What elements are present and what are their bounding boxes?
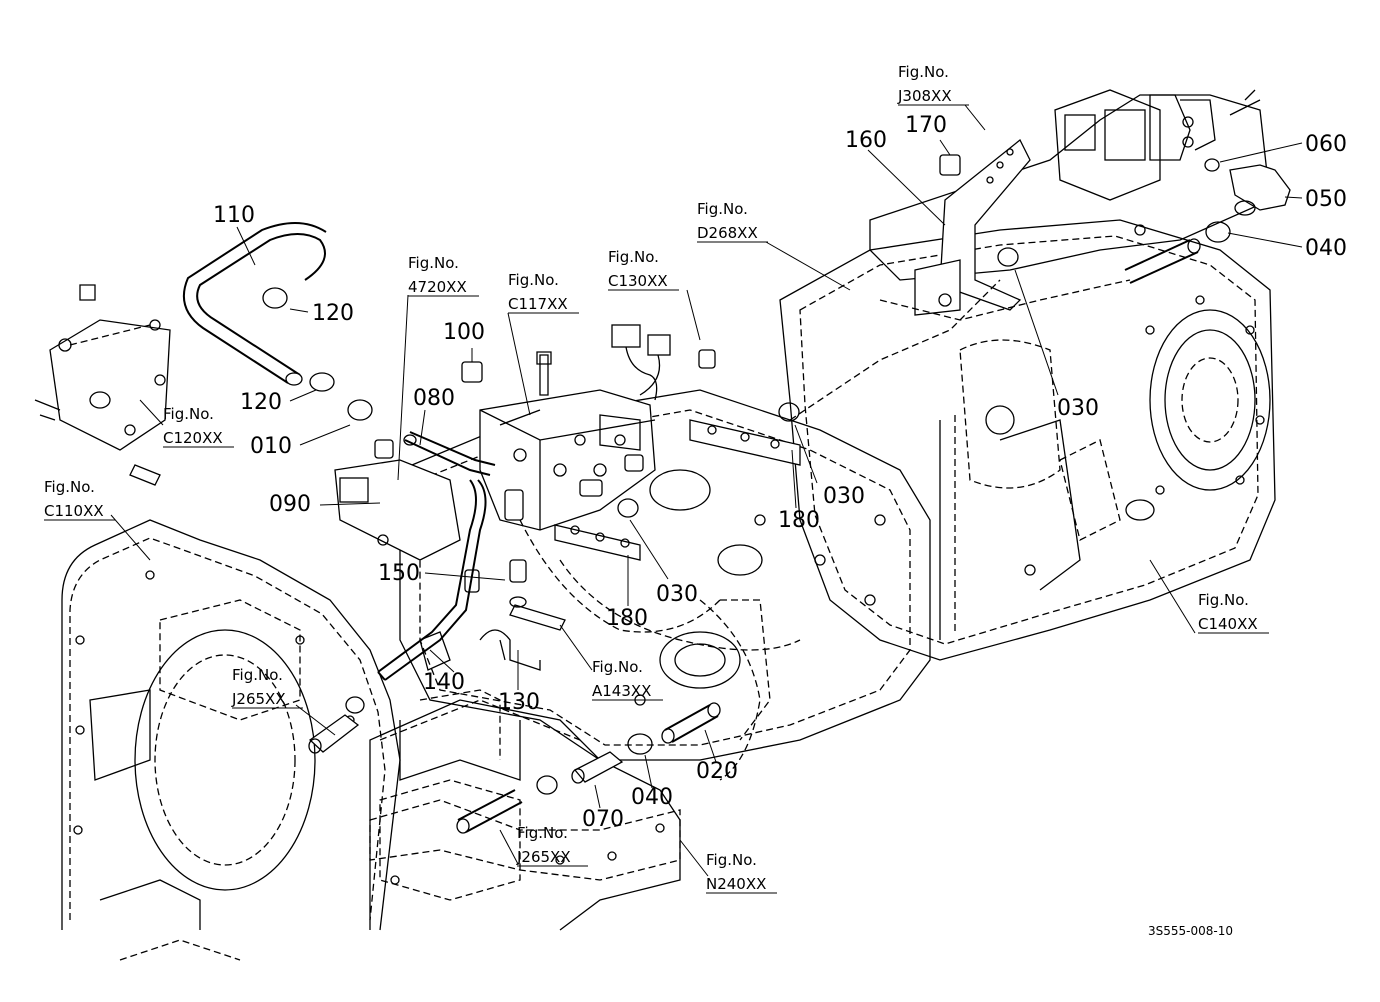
- fig-ref-code: N240XX: [706, 875, 766, 893]
- fig-ref-label: Fig.No.: [592, 658, 643, 676]
- part-140-label[interactable]: 140: [423, 670, 465, 695]
- fig-ref-label: Fig.No.: [706, 851, 757, 869]
- fig-ref-code: C117XX: [508, 295, 568, 313]
- tractor-transmission-drawing: [34, 89, 1291, 961]
- fig-ref-j308[interactable]: Fig.No. J308XX: [897, 63, 952, 105]
- fig-ref-label: Fig.No.: [44, 478, 95, 496]
- part-callouts: 110 120 120 010 080 100 090 150 140 130 …: [213, 113, 1347, 832]
- fig-ref-c110[interactable]: Fig.No. C110XX: [44, 478, 104, 520]
- part-150-label[interactable]: 150: [378, 561, 420, 586]
- fig-ref-label: Fig.No.: [898, 63, 949, 81]
- fig-ref-label: Fig.No.: [1198, 591, 1249, 609]
- fig-ref-c140[interactable]: Fig.No. C140XX: [1198, 591, 1258, 633]
- part-160-label[interactable]: 160: [845, 128, 887, 153]
- part-120-upper-label[interactable]: 120: [312, 301, 354, 326]
- fig-ref-label: Fig.No.: [697, 200, 748, 218]
- fig-ref-code: C110XX: [44, 502, 104, 520]
- part-060-label[interactable]: 060: [1305, 132, 1347, 157]
- fig-ref-code: A143XX: [592, 682, 651, 700]
- part-070-label[interactable]: 070: [582, 807, 624, 832]
- part-050-label[interactable]: 050: [1305, 187, 1347, 212]
- fig-ref-code: J265XX: [231, 690, 286, 708]
- fig-ref-label: Fig.No.: [163, 405, 214, 423]
- leader-lines: [44, 104, 1303, 894]
- fig-ref-n240[interactable]: Fig.No. N240XX: [706, 851, 766, 893]
- fig-ref-label: Fig.No.: [408, 254, 459, 272]
- fig-ref-d268[interactable]: Fig.No. D268XX: [697, 200, 758, 242]
- drawing-code: 3S555-008-10: [1148, 924, 1233, 938]
- part-030-lower-label[interactable]: 030: [656, 582, 698, 607]
- fig-ref-code: C140XX: [1198, 615, 1258, 633]
- fig-ref-code: J265XX: [516, 848, 571, 866]
- fig-ref-code: D268XX: [697, 224, 758, 242]
- fig-ref-label: Fig.No.: [608, 248, 659, 266]
- part-030-middle-label[interactable]: 030: [823, 484, 865, 509]
- part-120-lower-label[interactable]: 120: [240, 390, 282, 415]
- fig-ref-code: 4720XX: [408, 278, 467, 296]
- fig-ref-j265-left[interactable]: Fig.No. J265XX: [231, 666, 286, 708]
- part-110-label[interactable]: 110: [213, 203, 255, 228]
- fig-ref-code: C130XX: [608, 272, 668, 290]
- part-030-upper-label[interactable]: 030: [1057, 396, 1099, 421]
- part-020-label[interactable]: 020: [696, 759, 738, 784]
- fig-ref-c117[interactable]: Fig.No. C117XX: [508, 271, 568, 313]
- fig-ref-4720[interactable]: Fig.No. 4720XX: [408, 254, 467, 296]
- fig-ref-c130[interactable]: Fig.No. C130XX: [608, 248, 668, 290]
- fig-ref-label: Fig.No.: [232, 666, 283, 684]
- fig-ref-code: J308XX: [897, 87, 952, 105]
- part-180-lower-label[interactable]: 180: [606, 606, 648, 631]
- part-040-upper-label[interactable]: 040: [1305, 236, 1347, 261]
- fig-ref-label: Fig.No.: [517, 824, 568, 842]
- part-090-label[interactable]: 090: [269, 492, 311, 517]
- fig-ref-code: C120XX: [163, 429, 223, 447]
- part-170-label[interactable]: 170: [905, 113, 947, 138]
- part-080-label[interactable]: 080: [413, 386, 455, 411]
- fig-ref-c120[interactable]: Fig.No. C120XX: [163, 405, 223, 447]
- part-180-upper-label[interactable]: 180: [778, 508, 820, 533]
- fig-ref-j265-bottom[interactable]: Fig.No. J265XX: [516, 824, 571, 866]
- part-040-lower-label[interactable]: 040: [631, 785, 673, 810]
- part-130-label[interactable]: 130: [498, 690, 540, 715]
- part-100-label[interactable]: 100: [443, 320, 485, 345]
- figure-references: Fig.No. C120XX Fig.No. C110XX Fig.No. 47…: [44, 63, 1258, 893]
- fig-ref-label: Fig.No.: [508, 271, 559, 289]
- part-010-label[interactable]: 010: [250, 434, 292, 459]
- fig-ref-a143[interactable]: Fig.No. A143XX: [592, 658, 651, 700]
